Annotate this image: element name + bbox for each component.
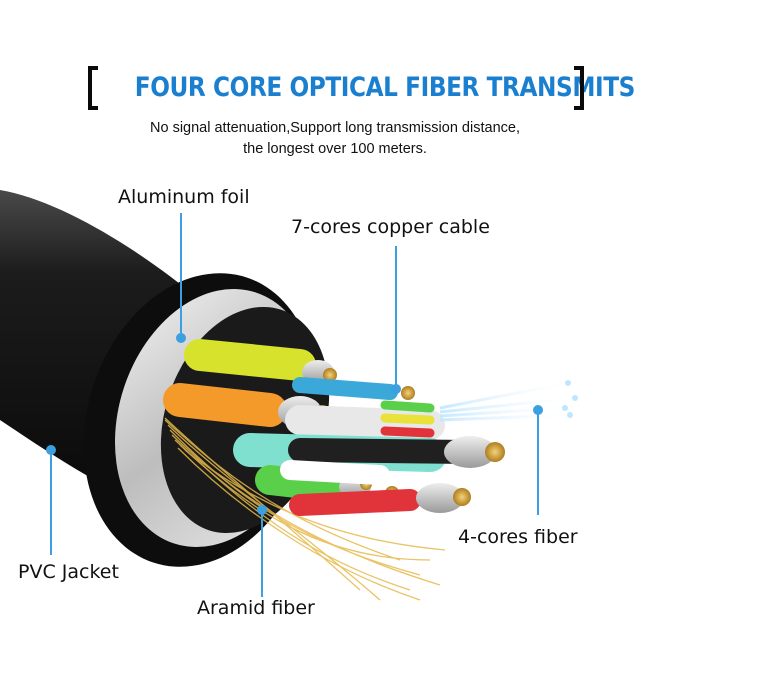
fiber-strands [439,381,576,422]
right-bracket [574,66,584,110]
subtitle-line-1: No signal attenuation,Support long trans… [150,120,520,136]
label-pvc-jacket: PVC Jacket [18,561,119,583]
copper-wires [163,339,505,516]
title-block: FOUR CORE OPTICAL FIBER TRANSMITS [88,66,635,112]
aramid-fiber-shape [164,417,446,601]
leader-lines [46,213,543,597]
fiber-tips [562,380,578,418]
label-aluminum-foil: Aluminum foil [118,186,250,208]
label-aramid-fiber: Aramid fiber [197,597,315,619]
label-fiber: 4-cores fiber [458,526,578,548]
subtitle-line-2: the longest over 100 meters. [243,141,427,157]
label-copper-cable: 7-cores copper cable [291,216,490,238]
left-bracket [88,66,98,110]
